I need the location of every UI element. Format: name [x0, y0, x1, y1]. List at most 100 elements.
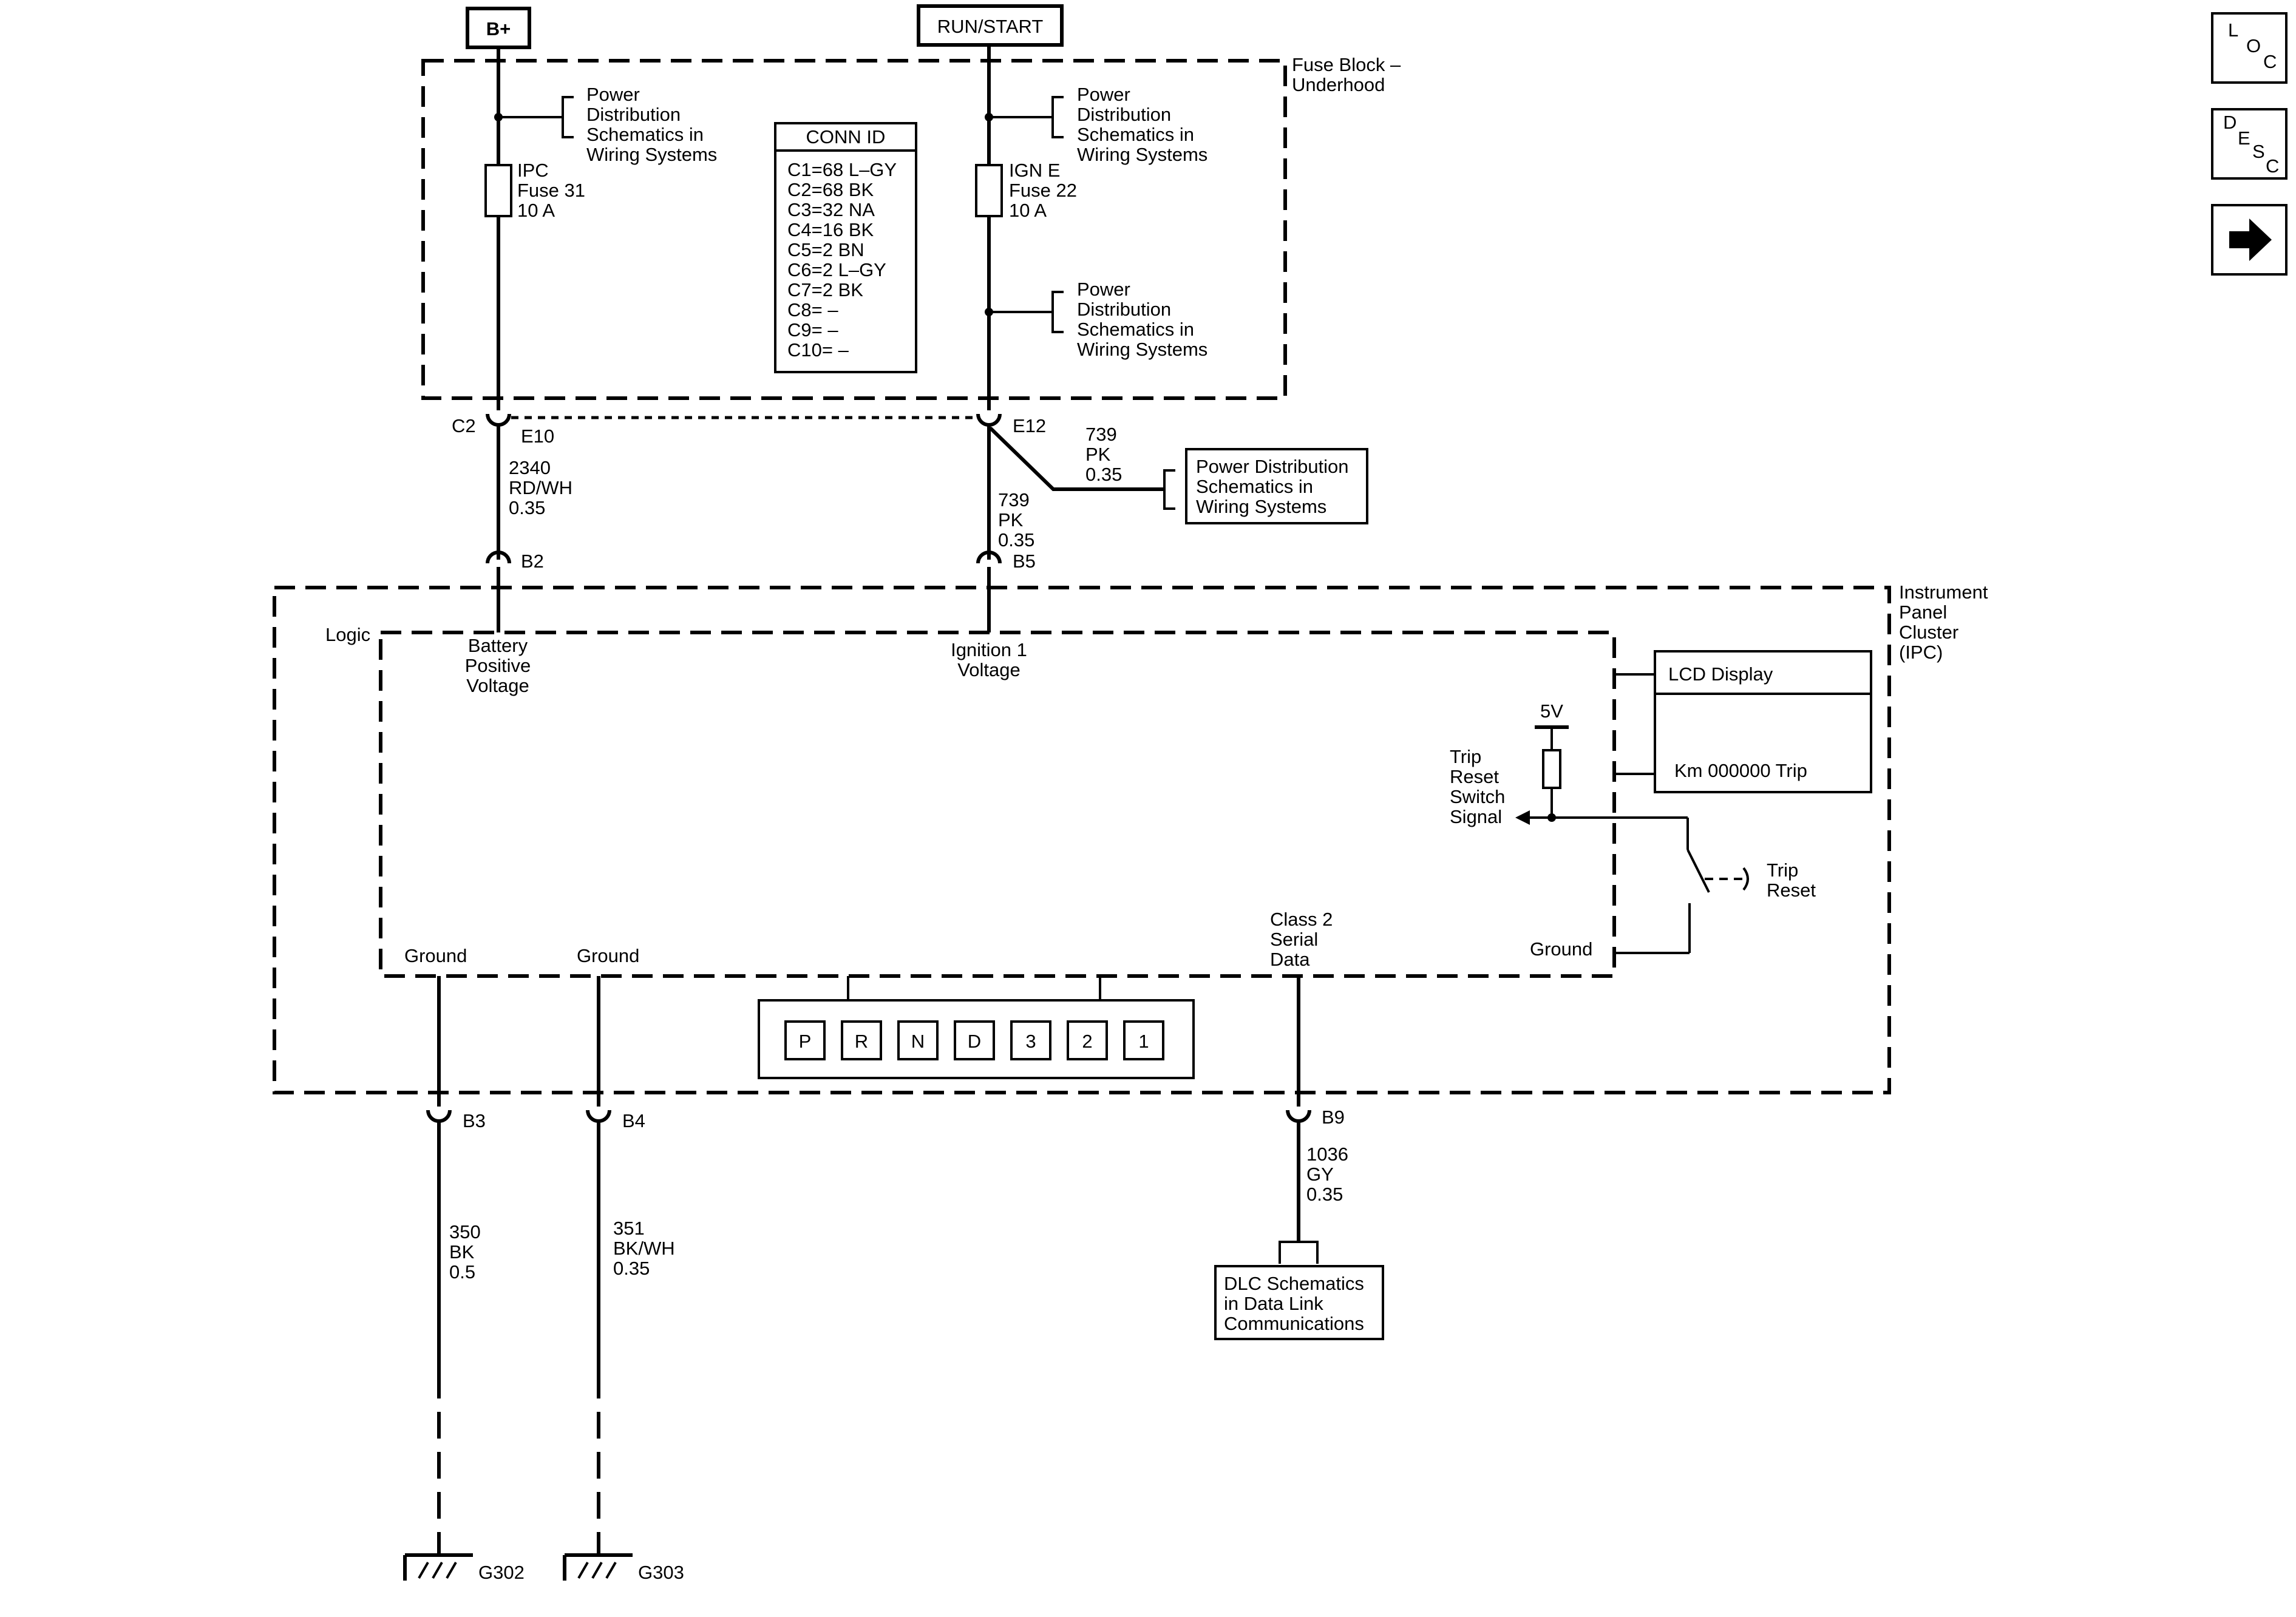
- arrow-right-icon: [2229, 219, 2272, 261]
- svg-text:10 A: 10 A: [517, 200, 555, 221]
- svg-text:C6=2 L–GY: C6=2 L–GY: [787, 259, 886, 280]
- svg-text:Wiring Systems: Wiring Systems: [1196, 496, 1326, 517]
- connector-c2-label: C2: [452, 415, 476, 436]
- prndl-3: 3: [1010, 1020, 1051, 1060]
- connector-b5-symbol: [976, 551, 1002, 564]
- svg-text:Reset: Reset: [1767, 880, 1816, 901]
- svg-text:N: N: [911, 1031, 925, 1052]
- svg-text:O: O: [2246, 35, 2261, 56]
- connector-e12-label: E12: [1013, 415, 1046, 436]
- loc-button[interactable]: L O C: [2211, 12, 2288, 84]
- svg-text:0.35: 0.35: [1306, 1184, 1343, 1205]
- svg-text:Instrument: Instrument: [1899, 581, 1988, 603]
- connector-b3-symbol: [426, 1110, 452, 1123]
- conn-id-table: CONN ID C1=68 L–GY C2=68 BK C3=32 NA C4=…: [774, 122, 917, 373]
- svg-text:IPC: IPC: [517, 160, 549, 181]
- svg-text:0.35: 0.35: [1085, 464, 1122, 485]
- svg-text:C2=68 BK: C2=68 BK: [787, 179, 874, 200]
- svg-text:Voltage: Voltage: [466, 675, 529, 696]
- svg-text:R: R: [855, 1031, 868, 1052]
- svg-text:C3=32 NA: C3=32 NA: [787, 199, 875, 220]
- ground-g302-symbol: [403, 1553, 473, 1581]
- svg-text:0.5: 0.5: [449, 1261, 475, 1283]
- pd-ref-right-top: Power Distribution Schematics in Wiring …: [1077, 84, 1207, 165]
- svg-text:Serial: Serial: [1270, 929, 1318, 950]
- svg-text:Switch: Switch: [1450, 786, 1505, 807]
- wire-351-label: 351 BK/WH 0.35: [613, 1218, 675, 1279]
- lcd-title: LCD Display: [1668, 663, 1773, 685]
- connector-b4-label: B4: [622, 1110, 645, 1131]
- svg-text:Positive: Positive: [465, 655, 531, 676]
- connector-e10-label: E10: [521, 425, 554, 447]
- fuse-ipc-symbol: [484, 164, 512, 217]
- svg-text:S: S: [2252, 141, 2265, 162]
- conn-id-title: CONN ID: [806, 126, 886, 147]
- svg-text:Fuse 31: Fuse 31: [517, 180, 585, 201]
- svg-text:Panel: Panel: [1899, 602, 1947, 623]
- svg-text:0.35: 0.35: [613, 1258, 650, 1279]
- signal-arrow-icon: [1515, 810, 1530, 825]
- svg-text:Power: Power: [1077, 84, 1130, 105]
- logic-label: Logic: [325, 624, 370, 645]
- prndl-1: 1: [1123, 1020, 1164, 1060]
- connector-b3-label: B3: [463, 1110, 486, 1131]
- connector-b9-symbol: [1286, 1110, 1311, 1123]
- desc-button[interactable]: D E S C: [2211, 108, 2288, 180]
- svg-text:C1=68 L–GY: C1=68 L–GY: [787, 159, 897, 180]
- svg-text:BK: BK: [449, 1241, 475, 1263]
- ground-label-1: Ground: [404, 945, 467, 966]
- wire-350-label: 350 BK 0.5: [449, 1221, 481, 1283]
- svg-text:IGN E: IGN E: [1009, 160, 1060, 181]
- svg-text:C: C: [2266, 155, 2279, 177]
- wire-739-branch: [988, 426, 1164, 491]
- svg-text:351: 351: [613, 1218, 645, 1239]
- svg-text:DLC Schematics: DLC Schematics: [1224, 1273, 1364, 1294]
- trip-reset-switch: [1686, 849, 1710, 893]
- b-plus-label: B+: [486, 18, 511, 39]
- fuse-ign-symbol: [975, 164, 1003, 217]
- prndl-r: R: [841, 1020, 882, 1060]
- svg-text:Class 2: Class 2: [1270, 909, 1333, 930]
- pd-ref-bracket: [562, 96, 574, 138]
- svg-text:Power: Power: [1077, 279, 1130, 300]
- supply-5v-label: 5V: [1540, 700, 1563, 722]
- svg-text:C7=2 BK: C7=2 BK: [787, 279, 863, 300]
- lcd-value: Km 000000 Trip: [1674, 760, 1807, 781]
- svg-text:D: D: [2223, 112, 2237, 133]
- svg-text:Battery: Battery: [468, 635, 528, 656]
- trip-reset-actuator: [1742, 867, 1749, 891]
- connector-e10-symbol: [486, 413, 511, 427]
- connector-e12-symbol: [976, 413, 1002, 427]
- svg-text:Wiring Systems: Wiring Systems: [586, 144, 717, 165]
- svg-text:10 A: 10 A: [1009, 200, 1047, 221]
- trip-reset-label: Trip Reset: [1767, 859, 1816, 901]
- run-start-label: RUN/START: [937, 16, 1044, 37]
- svg-text:C10= –: C10= –: [787, 339, 849, 361]
- fuse-ign-label: IGN E Fuse 22 10 A: [1009, 160, 1077, 221]
- svg-text:C5=2 BN: C5=2 BN: [787, 239, 864, 260]
- svg-text:Reset: Reset: [1450, 766, 1499, 787]
- svg-text:Distribution: Distribution: [586, 104, 681, 125]
- class2-serial-label: Class 2 Serial Data: [1270, 909, 1333, 970]
- svg-text:Schematics in: Schematics in: [1196, 476, 1313, 497]
- svg-text:2: 2: [1082, 1031, 1092, 1052]
- svg-text:E: E: [2238, 127, 2250, 149]
- svg-text:Data: Data: [1270, 949, 1310, 970]
- next-button[interactable]: [2211, 204, 2288, 276]
- svg-text:Distribution: Distribution: [1077, 299, 1171, 320]
- wire-2340-label: 2340 RD/WH 0.35: [509, 457, 572, 518]
- dlc-ref-box: DLC Schematics in Data Link Communicatio…: [1214, 1265, 1384, 1340]
- svg-text:Schematics in: Schematics in: [586, 124, 704, 145]
- b-plus-source: B+: [466, 7, 531, 49]
- ground-g303-label: G303: [638, 1562, 684, 1583]
- battery-positive-label: Battery Positive Voltage: [465, 635, 531, 696]
- prndl-d: D: [954, 1020, 995, 1060]
- pullup-resistor: [1542, 749, 1561, 789]
- svg-text:Distribution: Distribution: [1077, 104, 1171, 125]
- lcd-display: LCD Display Km 000000 Trip: [1654, 650, 1872, 793]
- connector-b4-symbol: [586, 1110, 611, 1123]
- wire-739-label: 739 PK 0.35: [998, 489, 1034, 551]
- ground-label-3: Ground: [1530, 938, 1592, 960]
- svg-text:C: C: [2263, 51, 2277, 72]
